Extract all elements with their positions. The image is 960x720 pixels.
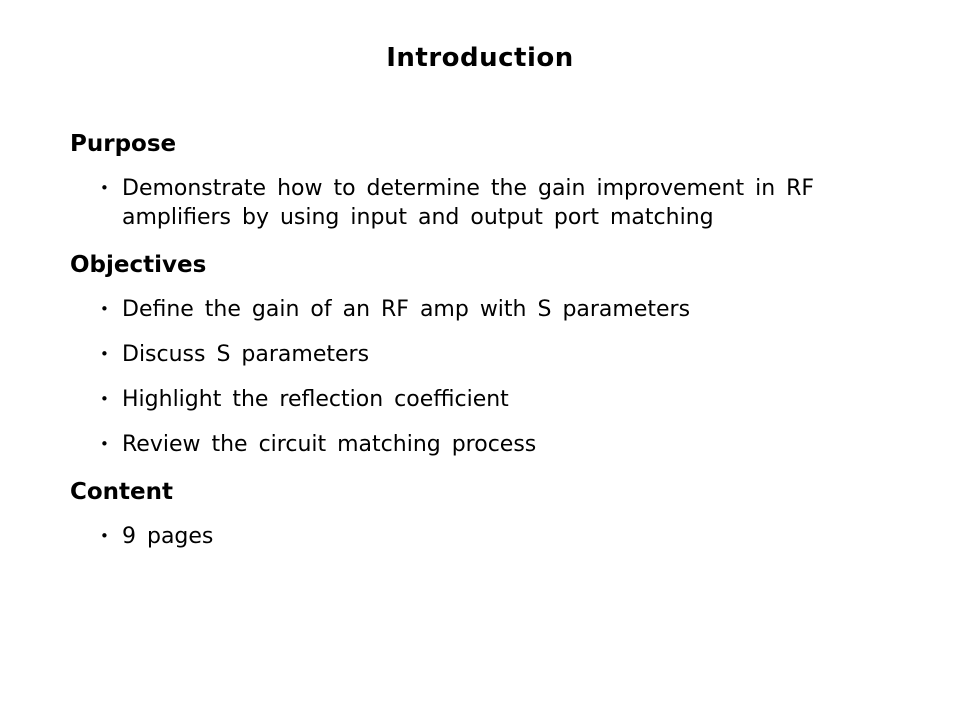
bullet-icon — [100, 385, 122, 414]
bullet-icon — [100, 174, 122, 203]
section-heading-purpose: Purpose — [70, 131, 177, 157]
bullet-icon — [100, 340, 122, 369]
section-heading-objectives: Objectives — [70, 252, 207, 278]
list-item: Discuss S parameters — [100, 340, 900, 369]
list-item: Demonstrate how to determine the gain im… — [100, 174, 900, 232]
bullet-text: Define the gain of an RF amp with S para… — [122, 297, 691, 322]
list-item: Review the circuit matching process — [100, 430, 900, 459]
bullet-text: 9 pages — [122, 524, 214, 549]
bullet-icon — [100, 522, 122, 551]
bullet-text: Discuss S parameters — [122, 342, 370, 367]
section-heading-content: Content — [70, 479, 174, 505]
bullet-text: Review the circuit matching process — [122, 432, 537, 457]
bullet-text: Highlight the reflection coefficient — [122, 387, 509, 412]
list-item: Define the gain of an RF amp with S para… — [100, 295, 900, 324]
bullet-icon — [100, 430, 122, 459]
slide-content: Purpose Demonstrate how to determine the… — [70, 130, 900, 551]
list-item: 9 pages — [100, 522, 900, 551]
slide-title: Introduction — [386, 43, 574, 73]
bullet-icon — [100, 295, 122, 324]
list-item: Highlight the reflection coefficient — [100, 385, 900, 414]
bullet-text: Demonstrate how to determine the gain im… — [122, 176, 815, 230]
